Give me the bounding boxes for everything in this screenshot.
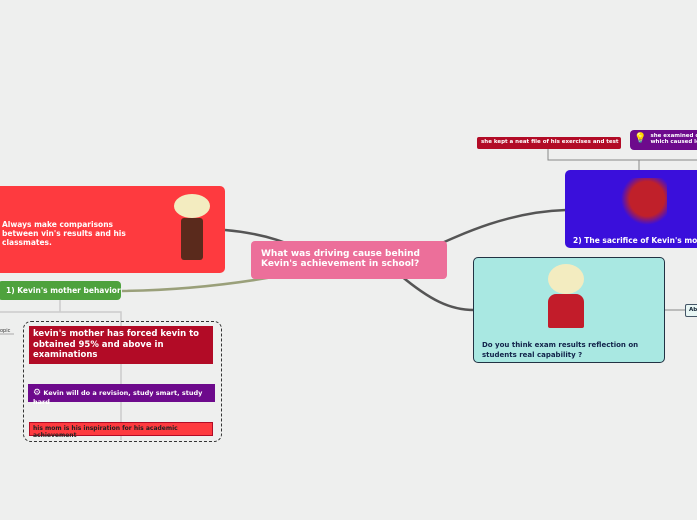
question-text: Do you think exam results reflection on …	[482, 341, 639, 359]
question-node[interactable]: Do you think exam results reflection on …	[473, 257, 665, 363]
gear-icon: ⚙	[33, 388, 42, 398]
sub-node-examined[interactable]: 💡 she examined c which caused lo	[630, 130, 697, 150]
boundary-group	[23, 321, 222, 442]
character-image	[174, 194, 210, 266]
sacrifice-text: 2) The sacrifice of Kevin's moth	[573, 236, 697, 245]
group-node-revision[interactable]: ⚙ Kevin will do a revision, study smart,…	[28, 384, 215, 406]
branch-sacrifice-of-mother[interactable]: 2) The sacrifice of Kevin's moth	[565, 170, 697, 248]
character-image	[536, 264, 596, 336]
left-top-text: Always make comparisons between vin's re…	[2, 220, 126, 247]
group-node-forced-95[interactable]: kevin's mother has forced kevin to obtai…	[29, 326, 213, 364]
examined-text: she examined c which caused lo	[650, 133, 697, 145]
topic-stub[interactable]: opic	[0, 328, 11, 334]
sub-node-neat-file[interactable]: she kept a neat file of his exercises an…	[477, 137, 621, 149]
character-image	[617, 178, 667, 230]
left-top-node[interactable]: Always make comparisons between vin's re…	[0, 186, 225, 273]
branch-kevins-mother-behavior[interactable]: 1) Kevin's mother behavior	[0, 281, 121, 300]
revision-text: Kevin will do a revision, study smart, s…	[33, 389, 203, 406]
ab-stub-node[interactable]: Ab	[685, 304, 697, 317]
central-topic[interactable]: What was driving cause behind Kevin's ac…	[251, 241, 447, 279]
group-node-inspiration[interactable]: his mom is his inspiration for his acade…	[29, 422, 213, 439]
lightbulb-icon: 💡	[634, 133, 647, 144]
